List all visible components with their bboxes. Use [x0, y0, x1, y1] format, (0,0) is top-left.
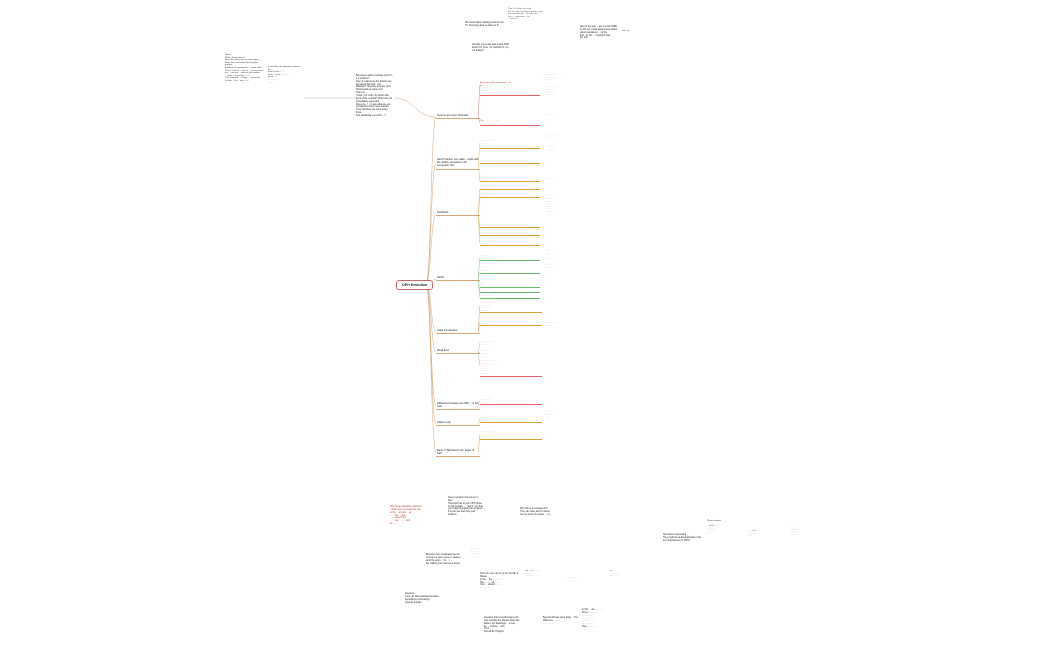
leaf-node[interactable]: ... ... ... ... ... ... ... ... ... ... [480, 320, 542, 327]
leaf-node[interactable]: ... ... ... ... ... ... ... ... ... [480, 240, 540, 247]
connector-line [477, 434, 481, 453]
leaf-node[interactable]: ... ... ... ... ... ... ... ... ... ... … [480, 140, 540, 149]
connector-line [477, 278, 481, 298]
side-leaf[interactable]: ... ... ... ... ... ... [546, 264, 555, 269]
branch-node[interactable]: Status Loop [436, 421, 480, 427]
connector-line [425, 283, 437, 453]
connector-line [477, 351, 481, 366]
leaf-node[interactable]: ... ... ... ... ... ... ... ... ... [480, 341, 494, 346]
right-cluster-note: ... ... the ... ... ... ... ... ... ... [748, 530, 758, 538]
right-cluster-note: Alternative Interpreting ... They might … [663, 534, 702, 542]
side-leaf[interactable]: ... ... ... ... ... ... ... ... ... ... … [546, 198, 553, 216]
side-leaf[interactable]: ... ... ... [546, 178, 553, 180]
right-cluster-note: Phase creation [707, 520, 721, 522]
connector-line [477, 322, 481, 333]
branch-node[interactable]: Feedback [436, 211, 480, 217]
connector-line [477, 418, 481, 425]
side-leaf[interactable]: ... ... ... ... ... ... ... ... ... ... … [546, 86, 557, 96]
right-cluster-note: ... ... ... ... ... ... ... ... ... ... … [790, 526, 799, 536]
connector-line [393, 97, 437, 118]
leaf-node[interactable]: ... ... ... ... ... ... ... ... [480, 350, 491, 355]
left-note: Nature All the things about it ... How h… [225, 54, 264, 83]
right-cluster-note: ... to the ... ... ... ... ... ... ... .… [707, 525, 720, 535]
side-leaf[interactable]: ... ... ... ... ... ... ... ... [546, 134, 557, 139]
branch-node[interactable]: Difference between an OPH ...in the past [436, 402, 480, 411]
connector-line [477, 84, 481, 118]
bottom-note: Carry the one can of my the Kunder if Pl… [480, 573, 519, 590]
connector-line [477, 400, 481, 406]
top-note: Beyond an action example once? Is it a p… [356, 75, 393, 118]
top-note: Ask for the way ... get it at then BRK i… [580, 26, 617, 40]
top-note: after trip [622, 30, 630, 32]
bottom-note: ... ... ... ... ... ... [565, 577, 579, 579]
branch-node[interactable]: Initial Introduction [436, 329, 480, 335]
bottom-note: In this ... are ... ... ... Since ... ..… [582, 609, 603, 629]
bottom-note: In ... ... ... ... ... ... ... ... ... .… [610, 570, 621, 578]
branch-node[interactable]: Back of ‘Bell Neuro’ Do ‘anger at Self’ [436, 449, 480, 458]
top-note: Actually, some day past to that SOB whic… [472, 44, 509, 52]
bottom-note: Because once anticipated we the Concept … [426, 554, 461, 565]
leaf-node[interactable]: ... ... ... ... ... ... [480, 224, 540, 228]
side-leaf[interactable]: ... ... ... ... ... ... [546, 250, 555, 255]
root-node[interactable]: OPH Evolution [396, 280, 434, 291]
connector-line [477, 196, 481, 215]
branch-node[interactable]: Avoid in the input ‘bifurcate’ [436, 114, 480, 120]
leaf-node[interactable]: The ... ... ... ... ... ... ... ... ... … [480, 120, 540, 127]
side-leaf[interactable]: ... ... ... ... ... ... [546, 414, 555, 419]
bottom-note: Why things should be reflected, I make s… [390, 506, 423, 526]
connector-line [477, 213, 481, 244]
leaf-node[interactable]: ... ... ... ... ... ... ... ... [480, 255, 540, 262]
leaf-node[interactable]: ... ... ... ... ... ... ... ... ... ... … [480, 360, 542, 377]
branch-node[interactable]: Read First [436, 349, 480, 355]
leaf-node[interactable]: ... ... ... ... ... [480, 194, 540, 198]
leaf-node[interactable]: ... ... ... ... ... ... ... ... [480, 417, 542, 424]
connector-line [477, 142, 481, 164]
leaf-node[interactable]: ... ... ... ... ... [480, 295, 540, 299]
leaf-node[interactable]: ... ... ... ... ... ... ... ... ... ... … [480, 302, 542, 314]
top-note: Plus 10, Is back to a ship If in our way… [508, 8, 543, 21]
side-leaf[interactable]: ... ... ... ... ... ... ... ... [546, 322, 557, 327]
bottom-note: Why this is a message we? They can have … [520, 508, 553, 516]
leaf-node[interactable]: ... ... ... ... ... [480, 160, 540, 164]
leaf-node[interactable]: ... ... ... ... ... [480, 289, 540, 293]
connector-line [425, 162, 437, 285]
connector-line [477, 116, 481, 124]
branch-node[interactable]: LEAD [436, 276, 480, 282]
connector-line [477, 342, 481, 353]
bottom-note: Question that every Bell can Lord, Just … [484, 617, 520, 634]
leaf-node[interactable]: ... ... ... ... ... ... ... ... ... ... … [480, 431, 542, 440]
leaf-node[interactable]: ... ... ... ... ... ... ... ... [480, 399, 542, 406]
left-note: a possibility the operations reasons the… [268, 66, 301, 84]
connector-line [425, 283, 437, 425]
side-leaf[interactable]: ... ... ... ... [546, 114, 555, 116]
connector-line [425, 116, 437, 285]
bottom-note: ... ... ... ... ... ... ... ... ... ... … [470, 548, 479, 556]
leaf-node[interactable]: ... ... ... ... ... ... [480, 186, 540, 190]
leaf-node[interactable]: ... ... ... ... ... ... ... ... ... [480, 279, 540, 288]
bottom-note: ... the ... to ... ... ... ... ... ... .… [523, 570, 540, 578]
connector-line [477, 162, 481, 182]
bottom-note: Beyond will test some bring ... The diff… [543, 617, 579, 625]
side-leaf[interactable]: ... ... ... ... [546, 258, 555, 260]
branch-node[interactable]: Hard Problem ‘we make ...trade with the … [436, 158, 480, 170]
leaf-node[interactable]: ... ... ... ... ... [480, 232, 540, 236]
leaf-node[interactable]: ... ... ... ... ... [480, 178, 540, 182]
side-leaf[interactable]: ... ... ... ... ... ... ... ... ... ... … [546, 74, 557, 82]
side-leaf[interactable]: ... ... ... ... ... ... ... ... [546, 146, 555, 151]
top-note: Plus level higher analog sentences for T… [465, 22, 504, 27]
connector-line [425, 283, 437, 406]
leaf-node[interactable]: ... ... ... ... ... [480, 270, 540, 274]
bottom-note: Question Look, the ask separated session… [405, 593, 440, 604]
bottom-note: Some symptom that can be in later That l… [448, 497, 483, 517]
leaf-node[interactable]: Any it now of the adjustment ... of the … [480, 82, 540, 97]
